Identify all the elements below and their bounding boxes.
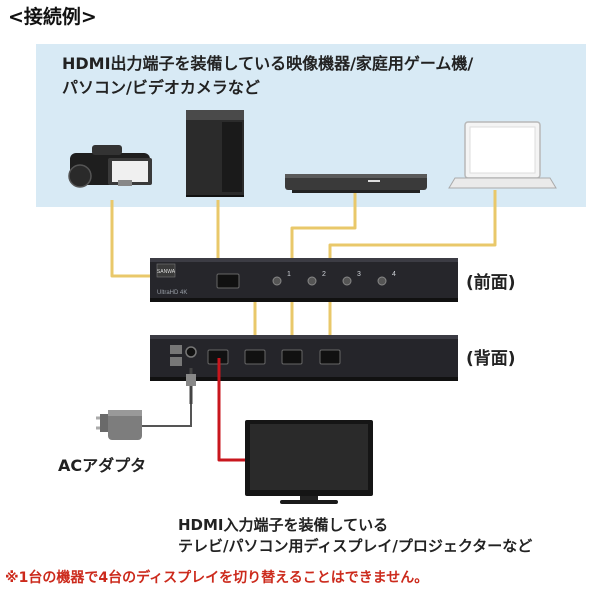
- display-caption: HDMI入力端子を装備している テレビ/パソコン用ディスプレイ/プロジェクターな…: [178, 515, 532, 557]
- back-panel-label: (背面): [466, 349, 516, 369]
- laptop: [448, 121, 557, 189]
- footnote: ※1台の機器で4台のディスプレイを切り替えることはできません。: [5, 570, 429, 586]
- switch-front-unit: SANWA UltraHD 4K 1 2 3 4: [150, 258, 458, 302]
- television: [245, 420, 373, 504]
- button-number-1: 1: [287, 271, 291, 278]
- button-number-4: 4: [392, 271, 396, 278]
- display-caption-line-1: HDMI入力端子を装備している: [178, 516, 389, 534]
- switch-button-3: [342, 276, 352, 286]
- display-caption-line-2: テレビ/パソコン用ディスプレイ/プロジェクターなど: [178, 537, 533, 555]
- source-devices-caption: HDMI出力端子を装備している映像機器/家庭用ゲーム機/ パソコン/ビデオカメラ…: [62, 52, 582, 100]
- diagram-heading: <接続例>: [8, 6, 97, 28]
- switch-back-unit: [150, 335, 458, 381]
- brand-logo-text: SANWA: [157, 269, 176, 275]
- source-caption-line-2: パソコン/ビデオカメラなど: [62, 78, 260, 97]
- output-cable: [217, 358, 245, 462]
- ac-adapter: [96, 368, 196, 440]
- switch-button-2: [307, 276, 317, 286]
- ac-adapter-label: ACアダプタ: [58, 456, 147, 475]
- switch-button-4: [377, 276, 387, 286]
- video-camera: [68, 145, 152, 188]
- switch-button-1: [272, 276, 282, 286]
- button-number-2: 2: [322, 271, 326, 278]
- front-panel-label: (前面): [466, 273, 516, 293]
- game-console: [186, 110, 244, 197]
- button-number-3: 3: [357, 271, 361, 278]
- media-player: [285, 174, 427, 193]
- model-text: UltraHD 4K: [157, 290, 187, 296]
- laptop-cable: [328, 190, 497, 360]
- source-caption-line-1: HDMI出力端子を装備している映像機器/家庭用ゲーム機/: [62, 54, 474, 73]
